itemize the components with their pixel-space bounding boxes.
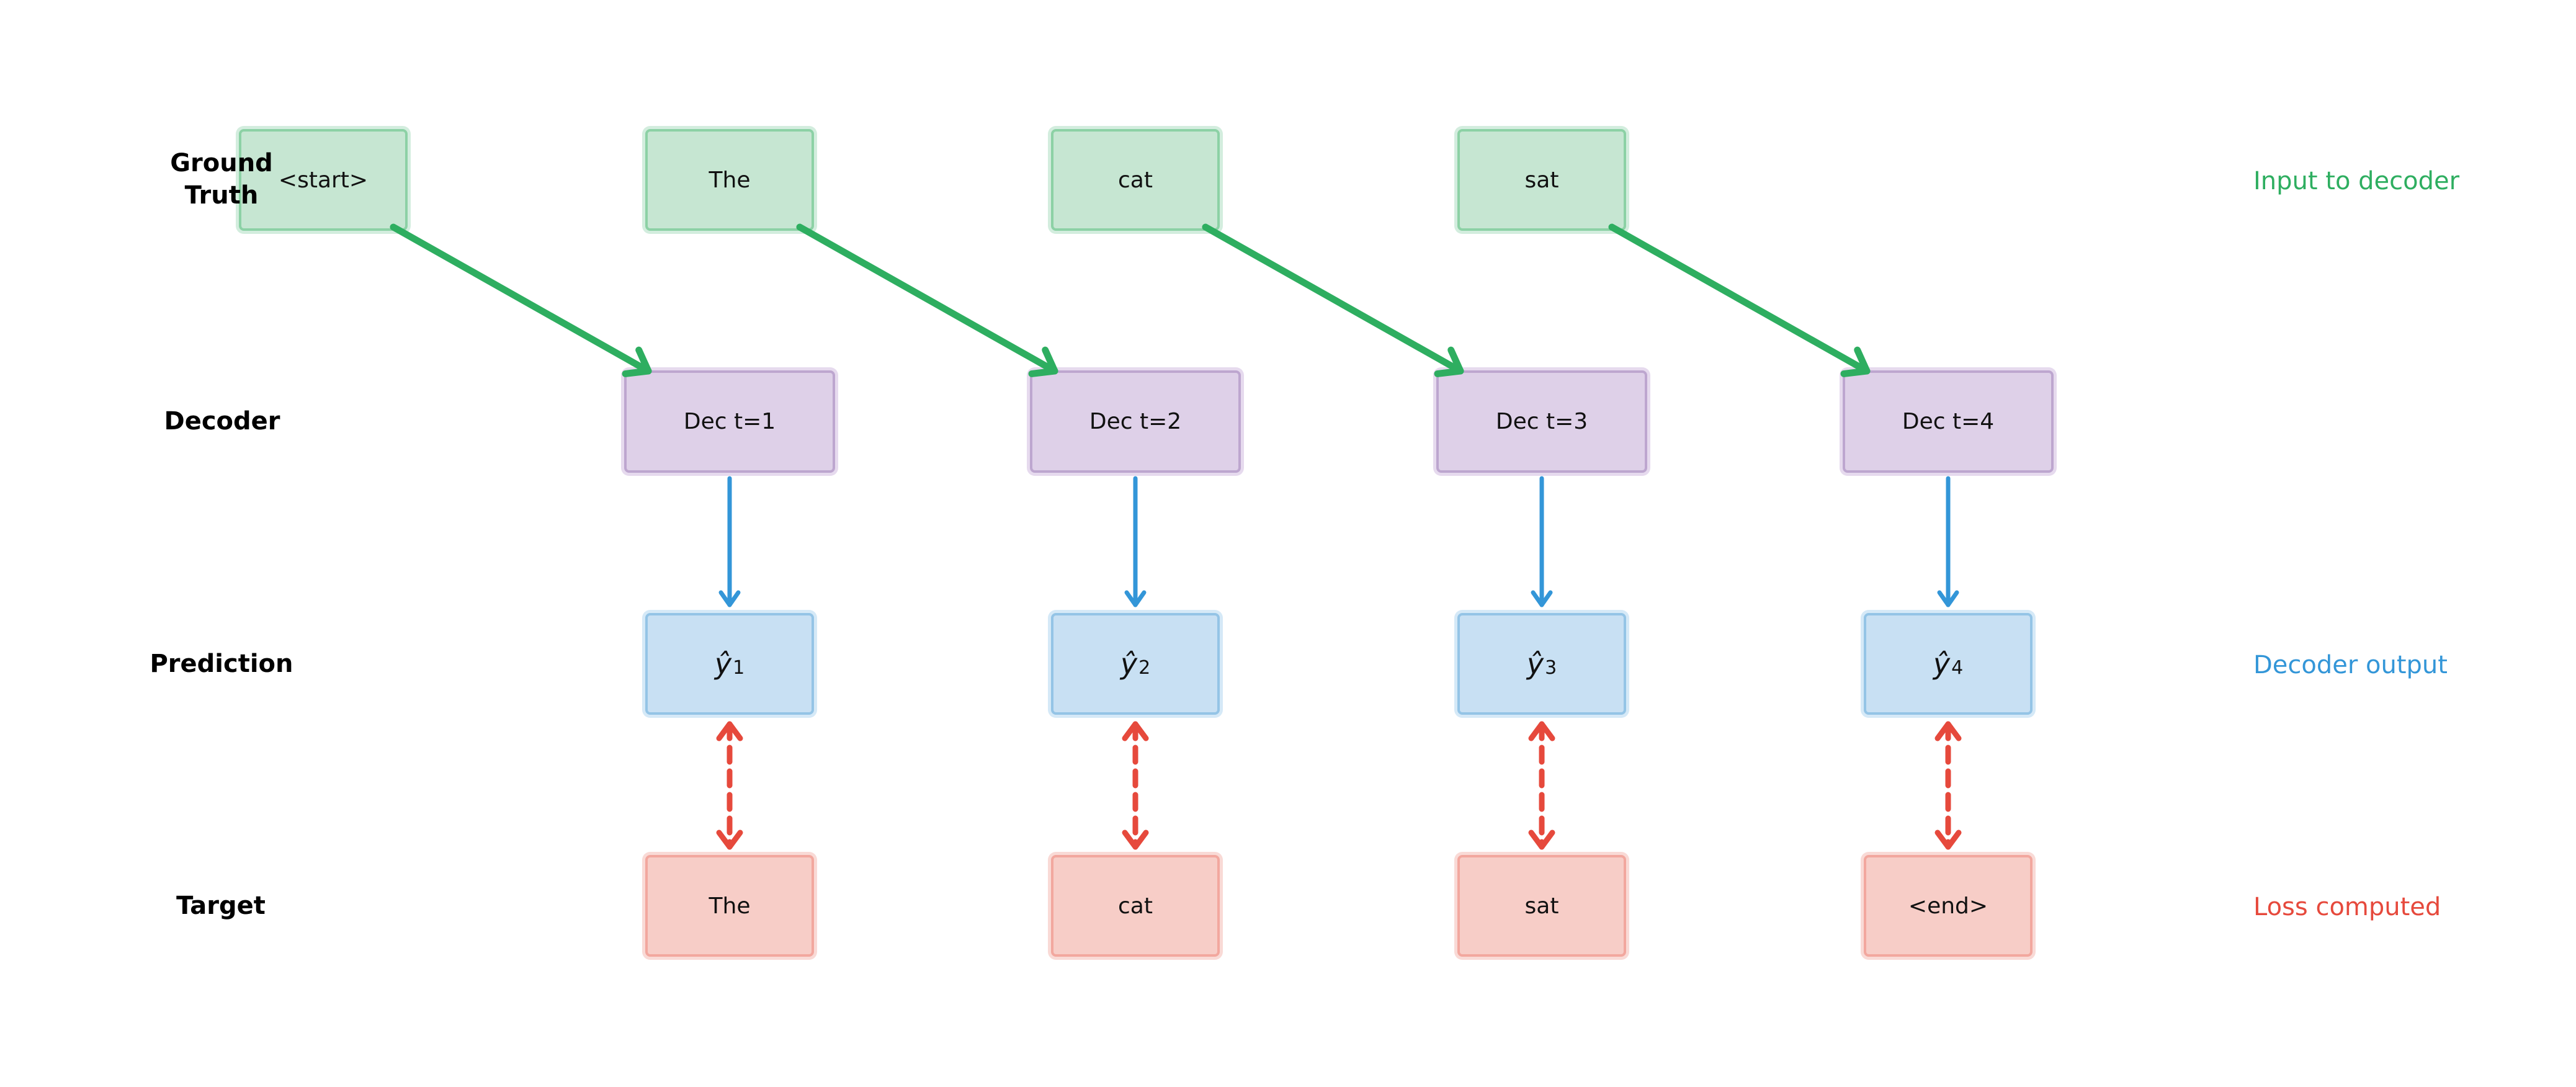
ground-truth-box-cat: cat: [1051, 129, 1220, 231]
ground-truth-to-decoder-arrow: [1202, 223, 1464, 377]
ground-truth-to-decoder-arrow: [796, 223, 1058, 377]
box-label: cat: [1118, 167, 1153, 193]
yhat-base: ŷ: [714, 647, 732, 681]
row-label-ground-truth: Ground Truth: [170, 147, 273, 212]
ground-truth-box-sat: sat: [1457, 129, 1626, 231]
box-label: Dec t=2: [1089, 409, 1182, 434]
row-label-line: Truth: [184, 181, 259, 210]
annotation-decoder-output: Decoder output: [2253, 651, 2448, 679]
yhat-subscript: 2: [1138, 657, 1151, 679]
row-label-prediction: Prediction: [150, 650, 293, 678]
target-box-end: <end>: [1864, 855, 2033, 957]
yhat-base: ŷ: [1933, 647, 1951, 681]
box-label: Dec t=4: [1902, 409, 1995, 434]
yhat-base: ŷ: [1120, 647, 1138, 681]
box-label: <start>: [278, 167, 369, 193]
row-label-target: Target: [176, 892, 266, 920]
annotation-input-to-decoder: Input to decoder: [2253, 167, 2460, 195]
row-label-line: Ground: [170, 149, 273, 177]
target-box-the: The: [645, 855, 814, 957]
decoder-box-t1: Dec t=1: [624, 370, 835, 473]
yhat-subscript: 1: [733, 657, 745, 679]
annotation-loss-computed: Loss computed: [2253, 893, 2441, 921]
box-label: sat: [1524, 167, 1559, 193]
ground-truth-box-start: <start>: [239, 129, 408, 231]
decoder-box-t4: Dec t=4: [1843, 370, 2054, 473]
box-label: Dec t=1: [683, 409, 776, 434]
yhat-subscript: 3: [1545, 657, 1557, 679]
row-label-decoder: Decoder: [164, 407, 280, 436]
box-label: The: [709, 893, 751, 919]
box-label: <end>: [1908, 893, 1988, 919]
box-label: cat: [1118, 893, 1153, 919]
ground-truth-to-decoder-arrow: [1608, 223, 1871, 377]
box-label: The: [709, 167, 751, 193]
yhat-subscript: 4: [1951, 657, 1964, 679]
decoder-box-t3: Dec t=3: [1436, 370, 1647, 473]
ground-truth-to-decoder-arrow: [390, 223, 652, 377]
ground-truth-box-the: The: [645, 129, 814, 231]
target-box-sat: sat: [1457, 855, 1626, 957]
yhat-base: ŷ: [1526, 647, 1544, 681]
box-label: Dec t=3: [1495, 409, 1588, 434]
target-box-cat: cat: [1051, 855, 1220, 957]
decoder-box-t2: Dec t=2: [1030, 370, 1241, 473]
box-label: sat: [1524, 893, 1559, 919]
